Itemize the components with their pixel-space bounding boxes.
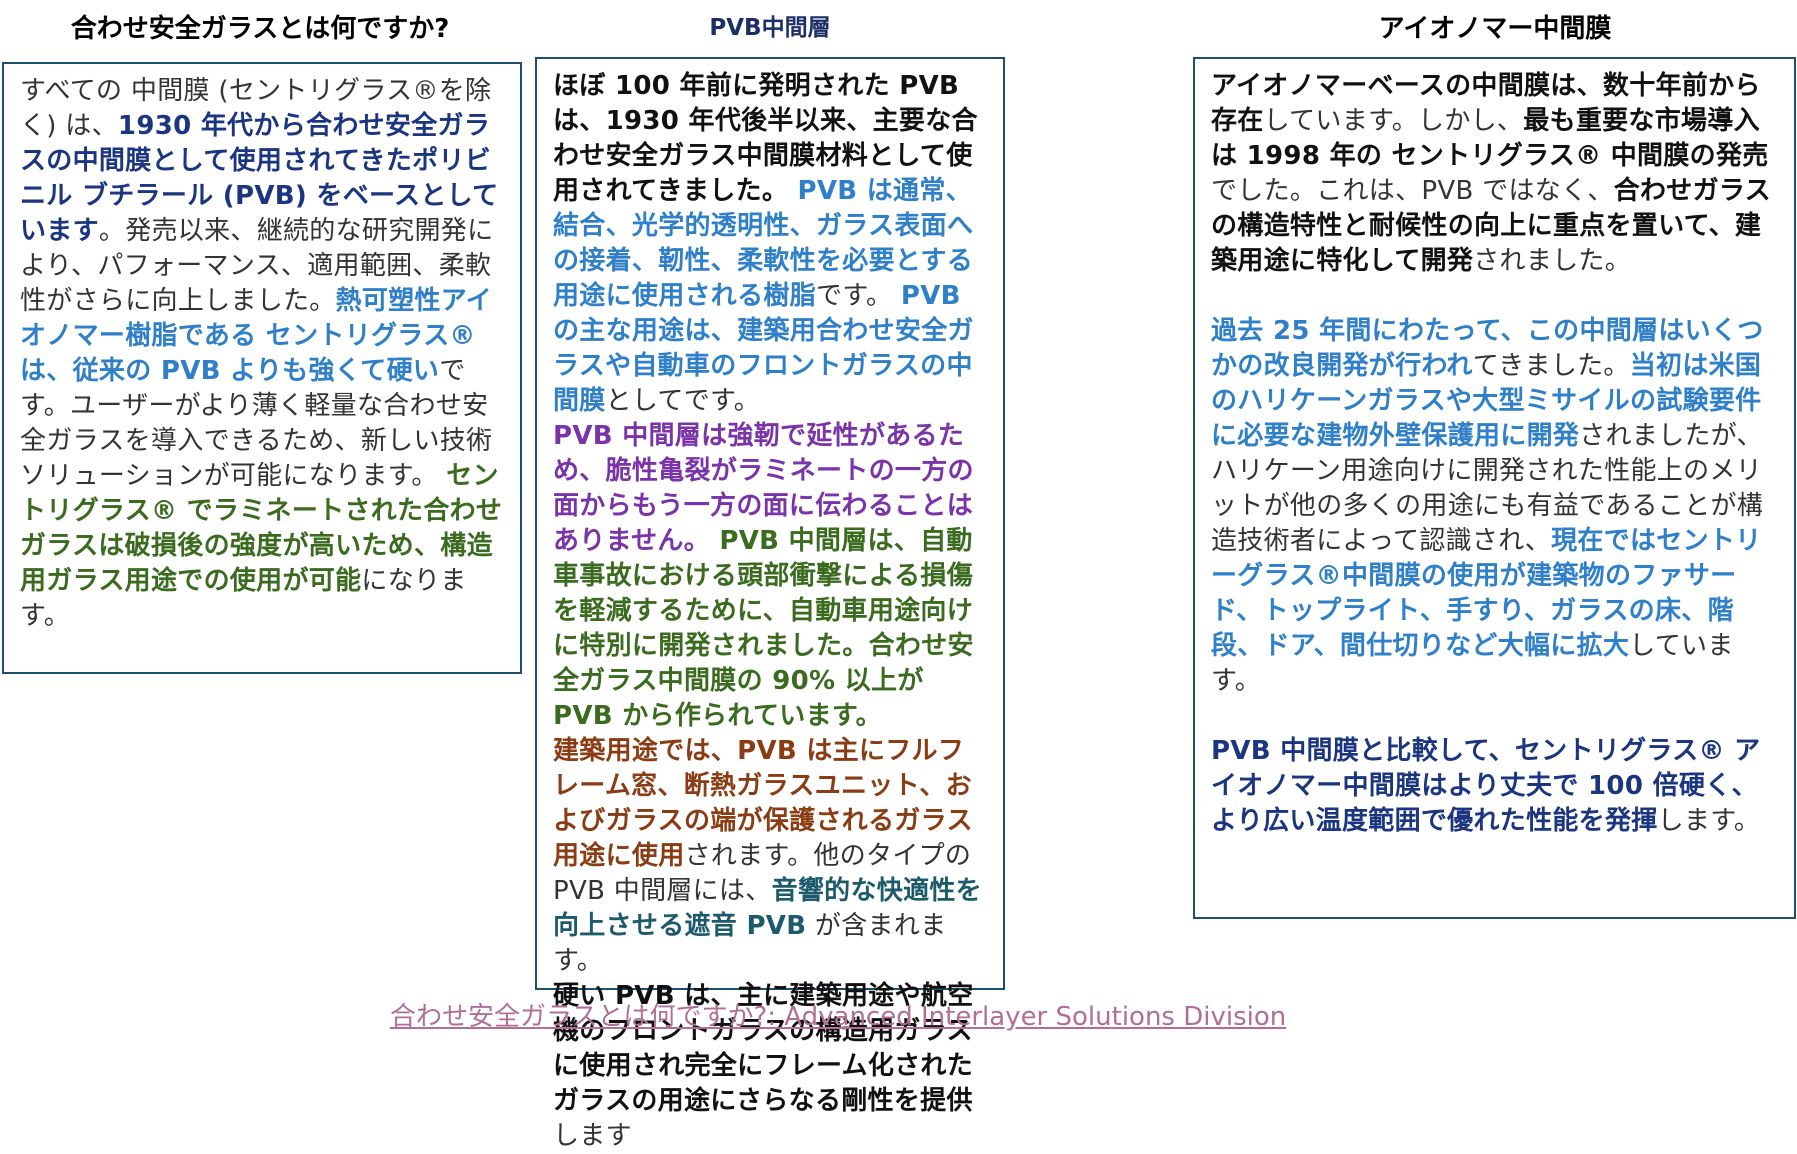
paragraph: PVB 中間層は強靭で延性があるため、脆性亀裂がラミネートの一方の面からもう一方… (553, 419, 987, 734)
content-box-safety-glass: すべての 中間膜 (セントリグラス®を除く) は、1930 年代から合わせ安全ガ… (2, 62, 522, 674)
text-segment: です。ユーザーがより薄く軽量な合わせ安全ガラスを導入できるため、新しい技術ソリュ… (20, 356, 493, 491)
text-segment: アイオノマーベースの中間膜は、数十年前から存在 (1211, 71, 1761, 136)
text-segment: PVB は通常、結合、光学的透明性、ガラス表面への接着、靭性、柔軟性を必要とする… (553, 176, 974, 311)
text-segment: されましたが、ハリケーン用途向けに開発された性能上のメリットが他の多くの用途にも… (1211, 421, 1764, 556)
paragraph: すべての 中間膜 (セントリグラス®を除く) は、1930 年代から合わせ安全ガ… (20, 74, 504, 634)
text-segment: です。 (816, 281, 901, 311)
text-segment: 建築用途では、PVB は主にフルフレーム窓、断熱ガラスユニット、およびガラスの端… (553, 736, 973, 871)
text-segment: 。発売以来、継続的な研究開発により、パフォーマンス、適用範囲、柔軟性がさらに向上… (20, 216, 494, 316)
text-segment: PVB 中間膜と比較して、セントリグラス® アイオノマー中間膜はより丈夫で 10… (1211, 736, 1761, 836)
paragraph-spacer (1211, 699, 1778, 734)
content-box-ionomer: アイオノマーベースの中間膜は、数十年前から存在しています。しかし、最も重要な市場… (1193, 57, 1796, 919)
paragraph: ほぼ 100 年前に発明された PVB は、1930 年代後半以来、主要な合わせ… (553, 69, 987, 419)
text-segment: セントリグラス® でラミネートされた合わせガラスは破損後の強度が高いため、構造用… (20, 461, 503, 596)
text-segment: します (553, 1121, 632, 1151)
text-segment: しています。しかし、 (1263, 106, 1524, 136)
text-segment: 1930 年代から合わせ安全ガラスの中間膜として使用されてきたポリビニル ブチラ… (20, 111, 499, 246)
text-segment: されます。他のタイプの PVB 中間層には、 (553, 841, 972, 906)
text-segment: されました。 (1473, 246, 1632, 276)
text-segment: でした。これは、PVB ではなく、 (1211, 176, 1614, 206)
text-segment: しています。 (1211, 631, 1734, 696)
text-segment: 最も重要な市場導入は 1998 年の セントリグラス® 中間膜の発売 (1211, 106, 1769, 171)
text-segment: 合わせガラスの構造特性と耐候性の向上に重点を置いて、建築用途に特化して開発 (1211, 176, 1771, 276)
text-segment: PVB 中間層は、自動車事故における頭部衝撃による損傷を軽減するために、自動車用… (553, 526, 974, 731)
source-link[interactable]: 合わせ安全ガラスとは何ですか?: Advanced Interlayer Sol… (390, 1002, 1287, 1032)
text-segment: PVB 中間層は強靭で延性があるため、脆性亀裂がラミネートの一方の面からもう一方… (553, 421, 974, 556)
text-segment: てきました。 (1472, 351, 1630, 381)
text-segment: PVB の主な用途は、建築用合わせ安全ガラスや自動車のフロントガラスの中間膜 (553, 281, 974, 416)
paragraph: 過去 25 年間にわたって、この中間層はいくつかの改良開発が行われてきました。当… (1211, 314, 1778, 699)
column-title-ionomer: アイオノマー中間膜 (1378, 14, 1612, 44)
column-title-pvb: PVB中間層 (709, 15, 831, 41)
content-box-pvb: ほぼ 100 年前に発明された PVB は、1930 年代後半以来、主要な合わせ… (535, 57, 1005, 1151)
column-title-safety-glass: 合わせ安全ガラスとは何ですか? (70, 14, 450, 44)
text-segment: します。 (1657, 806, 1761, 836)
paragraph: 建築用途では、PVB は主にフルフレーム窓、断熱ガラスユニット、およびガラスの端… (553, 734, 987, 979)
paragraph: PVB 中間膜と比較して、セントリグラス® アイオノマー中間膜はより丈夫で 10… (1211, 734, 1778, 839)
text-segment: が含まれます。 (553, 911, 947, 976)
text-segment: 音響的な快適性を向上させる遮音 PVB (553, 876, 982, 941)
text-segment: としてです。 (605, 386, 761, 416)
paragraph-spacer (1211, 279, 1778, 314)
text-segment: すべての 中間膜 (セントリグラス®を除く) は、 (20, 76, 492, 141)
text-segment: 現在ではセントリーグラス®中間膜の使用が建築物のファサード、トップライト、手すり… (1211, 526, 1762, 661)
text-segment: 過去 25 年間にわたって、この中間層はいくつかの改良開発が行われ (1211, 316, 1764, 381)
paragraph: アイオノマーベースの中間膜は、数十年前から存在しています。しかし、最も重要な市場… (1211, 69, 1778, 279)
text-segment: ほぼ 100 年前に発明された PVB は、1930 年代後半以来、主要な合わせ… (553, 71, 978, 206)
text-segment: になります。 (20, 566, 467, 631)
text-segment: 熱可塑性アイオノマー樹脂である セントリグラス® は、従来の PVB よりも強く… (20, 286, 493, 386)
text-segment: 当初は米国のハリケーンガラスや大型ミサイルの試験要件に必要な建物外壁保護用に開発 (1211, 351, 1762, 451)
